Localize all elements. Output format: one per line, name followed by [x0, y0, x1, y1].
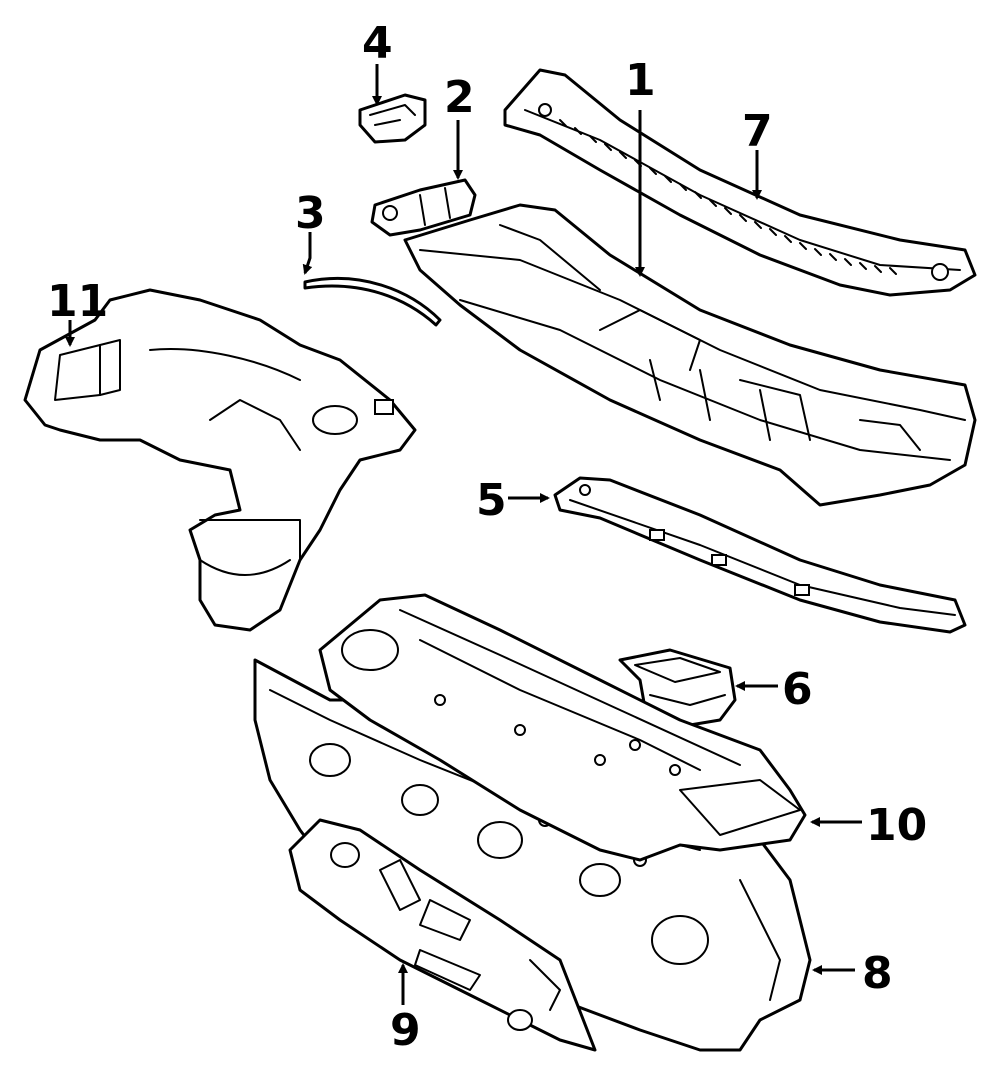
part-4-clip — [358, 93, 427, 144]
part-7-cowl-grille — [503, 68, 977, 297]
part-8-dash-panel — [253, 658, 812, 1052]
part-5-reinforcement — [553, 476, 967, 634]
callout-labels: 1 2 3 4 5 6 7 8 9 10 11 — [47, 18, 927, 1056]
callout-6: 6 — [782, 664, 813, 715]
part-10-upper-dash — [318, 593, 807, 862]
callout-7: 7 — [742, 106, 773, 157]
callout-2: 2 — [444, 72, 475, 123]
part-11-insulator — [23, 288, 417, 632]
part-9-lower-panel — [288, 818, 597, 1052]
callout-9: 9 — [390, 1005, 421, 1056]
part-3-seal — [303, 277, 442, 327]
callout-3: 3 — [295, 188, 326, 239]
callout-4: 4 — [362, 18, 393, 69]
callout-11: 11 — [47, 276, 108, 327]
leader-3 — [302, 232, 313, 275]
callout-1: 1 — [625, 55, 656, 106]
callout-10: 10 — [866, 800, 927, 851]
part-1-cowl-panel — [403, 203, 977, 507]
leader-lines — [65, 64, 862, 1005]
part-2-bracket — [370, 178, 477, 237]
callout-8: 8 — [862, 948, 893, 999]
callout-5: 5 — [476, 475, 507, 526]
